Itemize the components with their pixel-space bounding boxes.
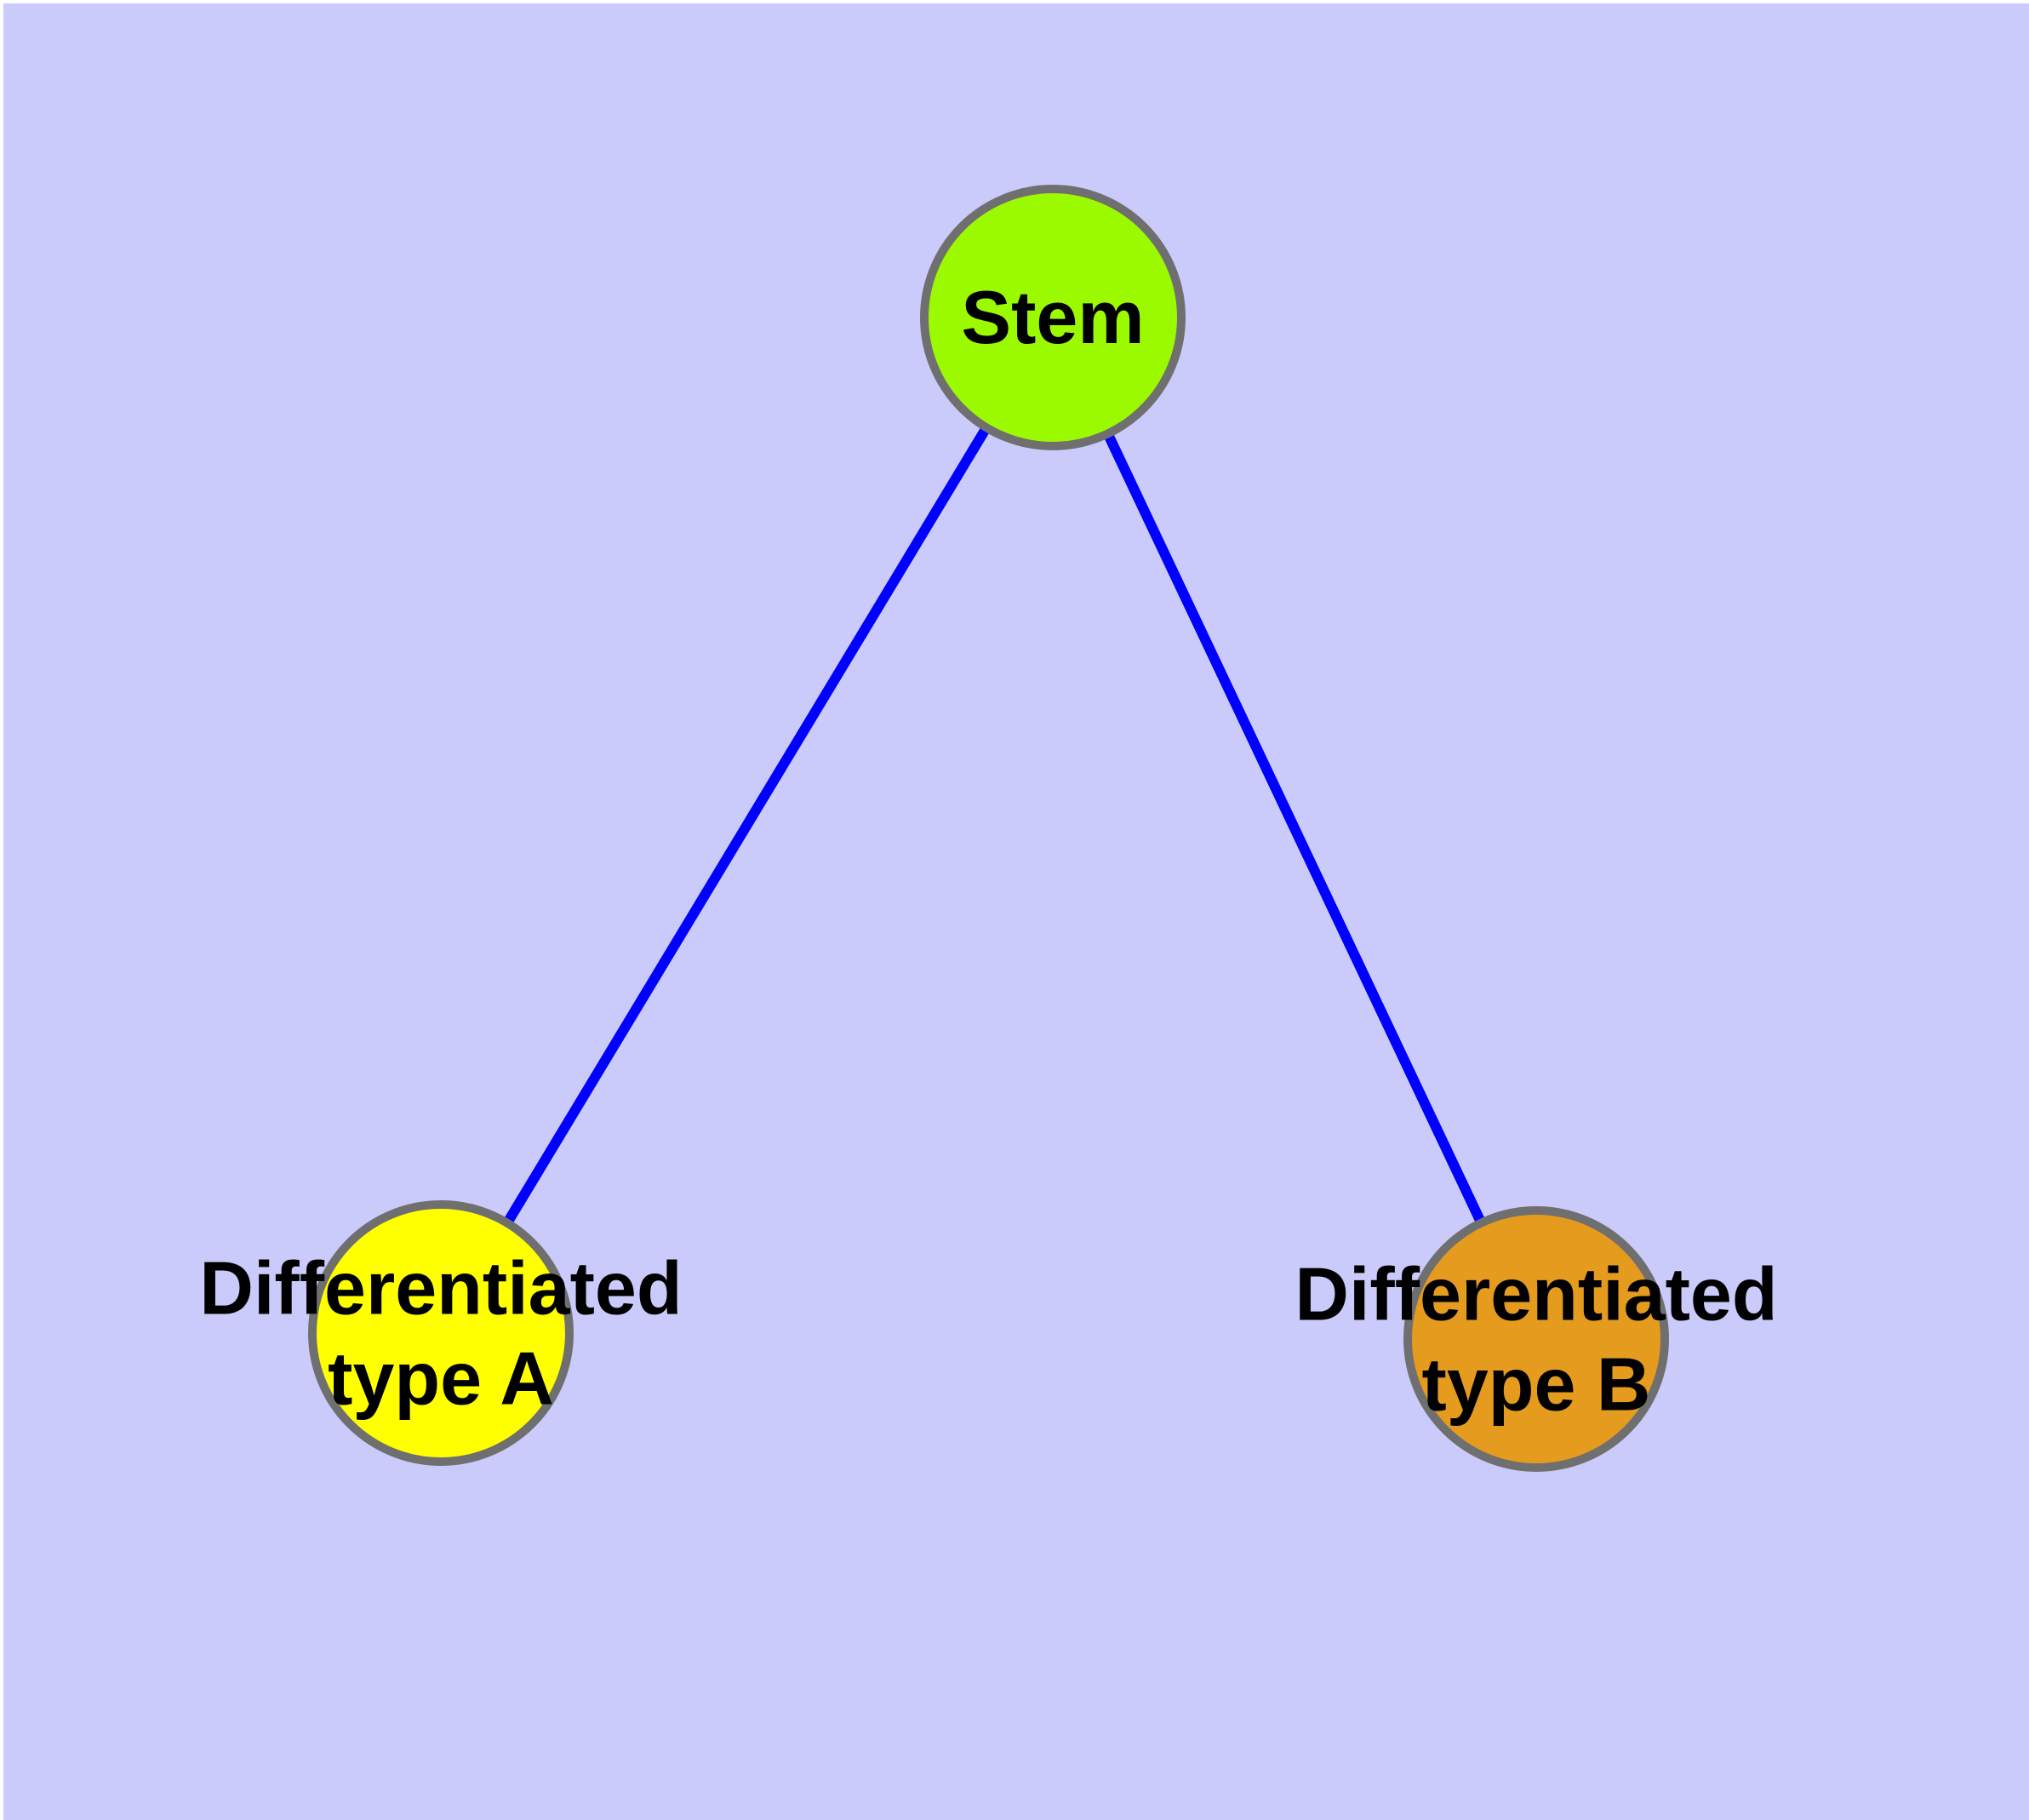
node-differentiated-type-b-circle [1403, 1206, 1669, 1472]
edge-stem-to-differentiated-type-a [436, 314, 1058, 1336]
edge-stem-to-differentiated-type-b [1048, 315, 1541, 1342]
node-stem-circle [920, 185, 1186, 450]
node-differentiated-type-a-circle [308, 1200, 574, 1466]
